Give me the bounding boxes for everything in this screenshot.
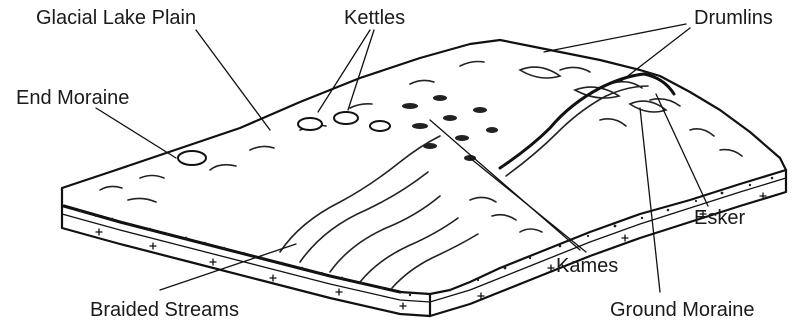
braided-streams-sketch bbox=[280, 136, 440, 252]
kettle-shape bbox=[298, 118, 322, 130]
label-ground-moraine: Ground Moraine bbox=[610, 299, 755, 321]
surface-texture bbox=[100, 62, 742, 289]
label-braided-streams: Braided Streams bbox=[90, 299, 239, 321]
kettle-shape bbox=[334, 112, 358, 124]
leader-kettles-1 bbox=[318, 30, 370, 112]
leader-glacial-lake-plain bbox=[196, 30, 270, 130]
label-end-moraine: End Moraine bbox=[16, 87, 129, 109]
leader-kames-2 bbox=[470, 158, 586, 252]
leader-ground-moraine bbox=[640, 108, 660, 292]
label-glacial-lake-plain: Glacial Lake Plain bbox=[36, 7, 196, 29]
label-kettles: Kettles bbox=[344, 7, 405, 29]
leader-kames-1 bbox=[430, 120, 580, 250]
leader-esker bbox=[656, 94, 708, 206]
leader-end-moraine bbox=[96, 108, 176, 158]
label-kames: Kames bbox=[556, 255, 618, 277]
kettle-shape bbox=[370, 121, 390, 131]
kettle-shape bbox=[178, 151, 206, 165]
esker-ridge bbox=[500, 74, 674, 168]
block-front-right-face bbox=[430, 170, 786, 316]
drumlin-shape bbox=[520, 67, 560, 78]
bedrock-crosses bbox=[96, 193, 766, 309]
block-cross-section bbox=[62, 40, 786, 316]
leader-kettles-2 bbox=[348, 30, 374, 110]
label-drumlins: Drumlins bbox=[694, 7, 773, 29]
sediment-speckles bbox=[79, 177, 774, 296]
kames-group bbox=[402, 95, 498, 161]
label-esker: Esker bbox=[694, 207, 745, 229]
